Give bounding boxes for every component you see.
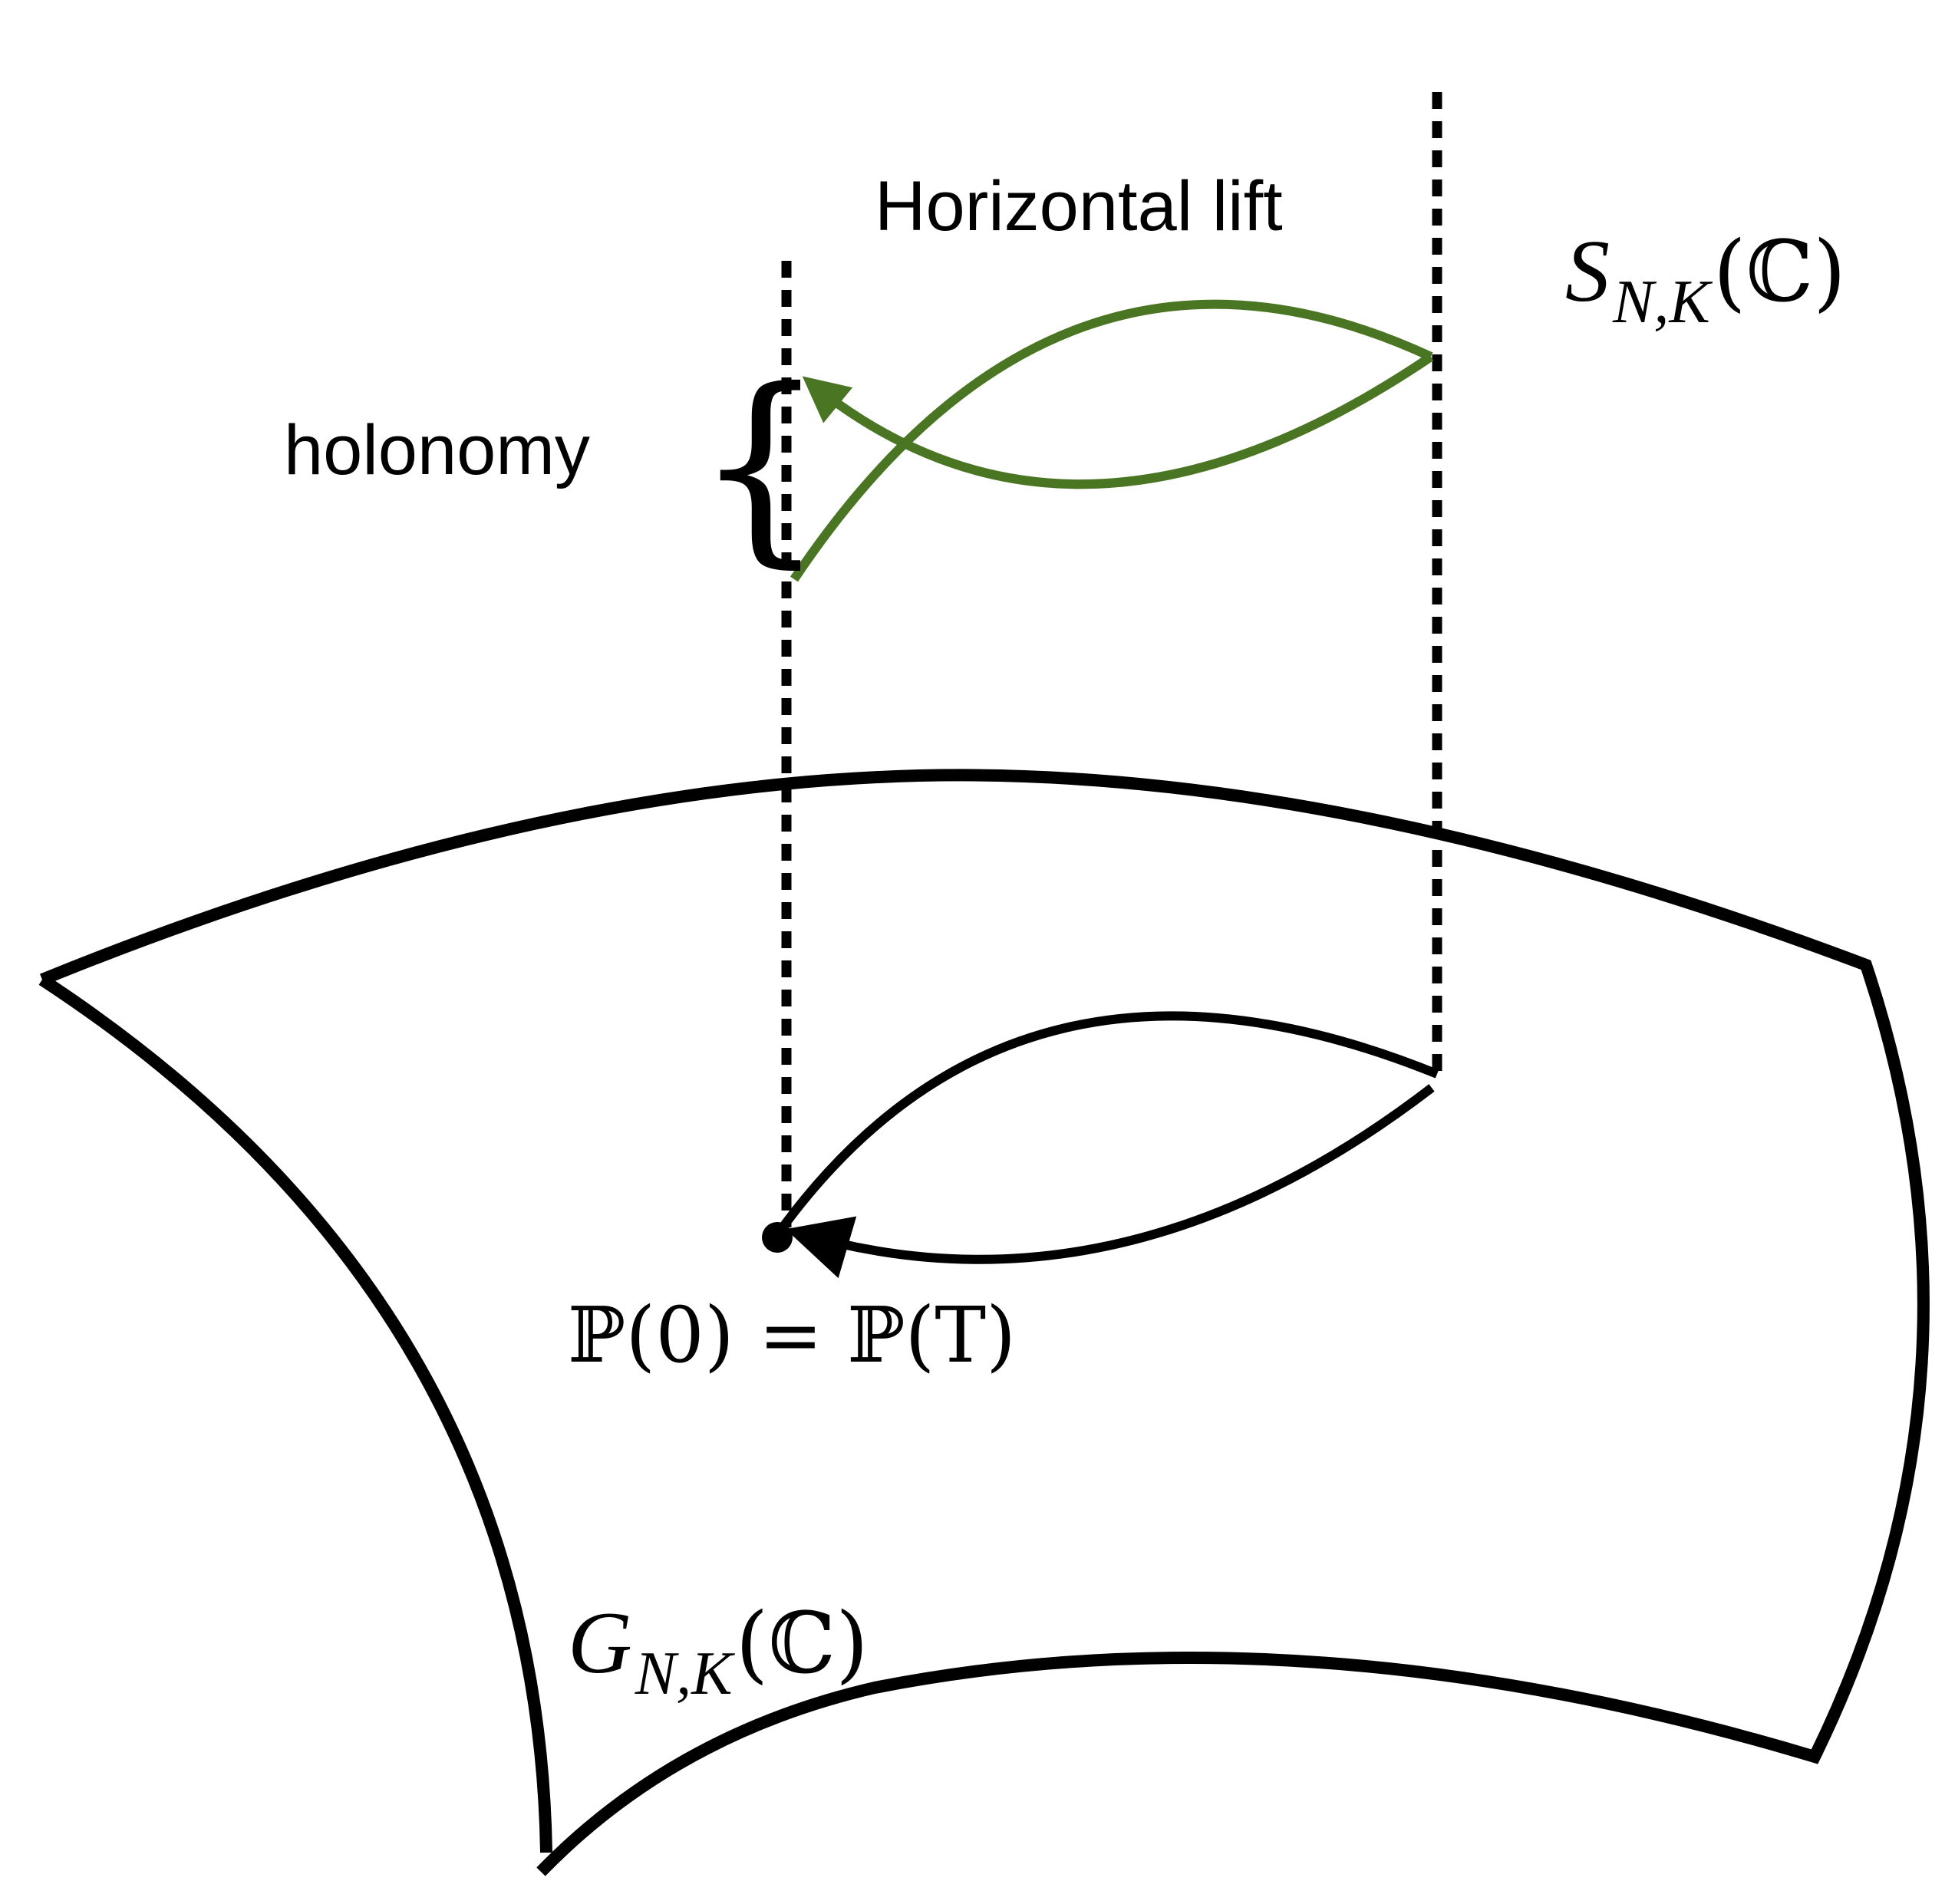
holonomy-label: holonomy	[284, 411, 590, 489]
base-space-field: (ℂ)	[736, 1594, 869, 1692]
total-space-label: S N,K (ℂ)	[1565, 222, 1846, 336]
total-space-field: (ℂ)	[1713, 222, 1846, 321]
base-space-symbol: G	[568, 1594, 632, 1692]
base-space-label: G N,K (ℂ)	[568, 1594, 869, 1708]
base-loop-upper	[779, 1011, 1439, 1230]
lift-curve-lower	[802, 353, 1434, 489]
holonomy-brace: {	[694, 344, 826, 586]
loop-condition-label: ℙ(0) = ℙ(T)	[568, 1290, 1016, 1380]
lift-curve-upper	[790, 299, 1433, 582]
base-point	[762, 1222, 793, 1253]
total-space-subscript: N,K	[1612, 268, 1713, 336]
total-space-symbol: S	[1565, 222, 1610, 321]
base-manifold-surface	[38, 769, 1930, 1876]
base-loop-lower	[785, 1084, 1435, 1279]
horizontal-lift-label: Horizontal lift	[875, 167, 1283, 245]
base-space-subscript: N,K	[635, 1640, 735, 1708]
